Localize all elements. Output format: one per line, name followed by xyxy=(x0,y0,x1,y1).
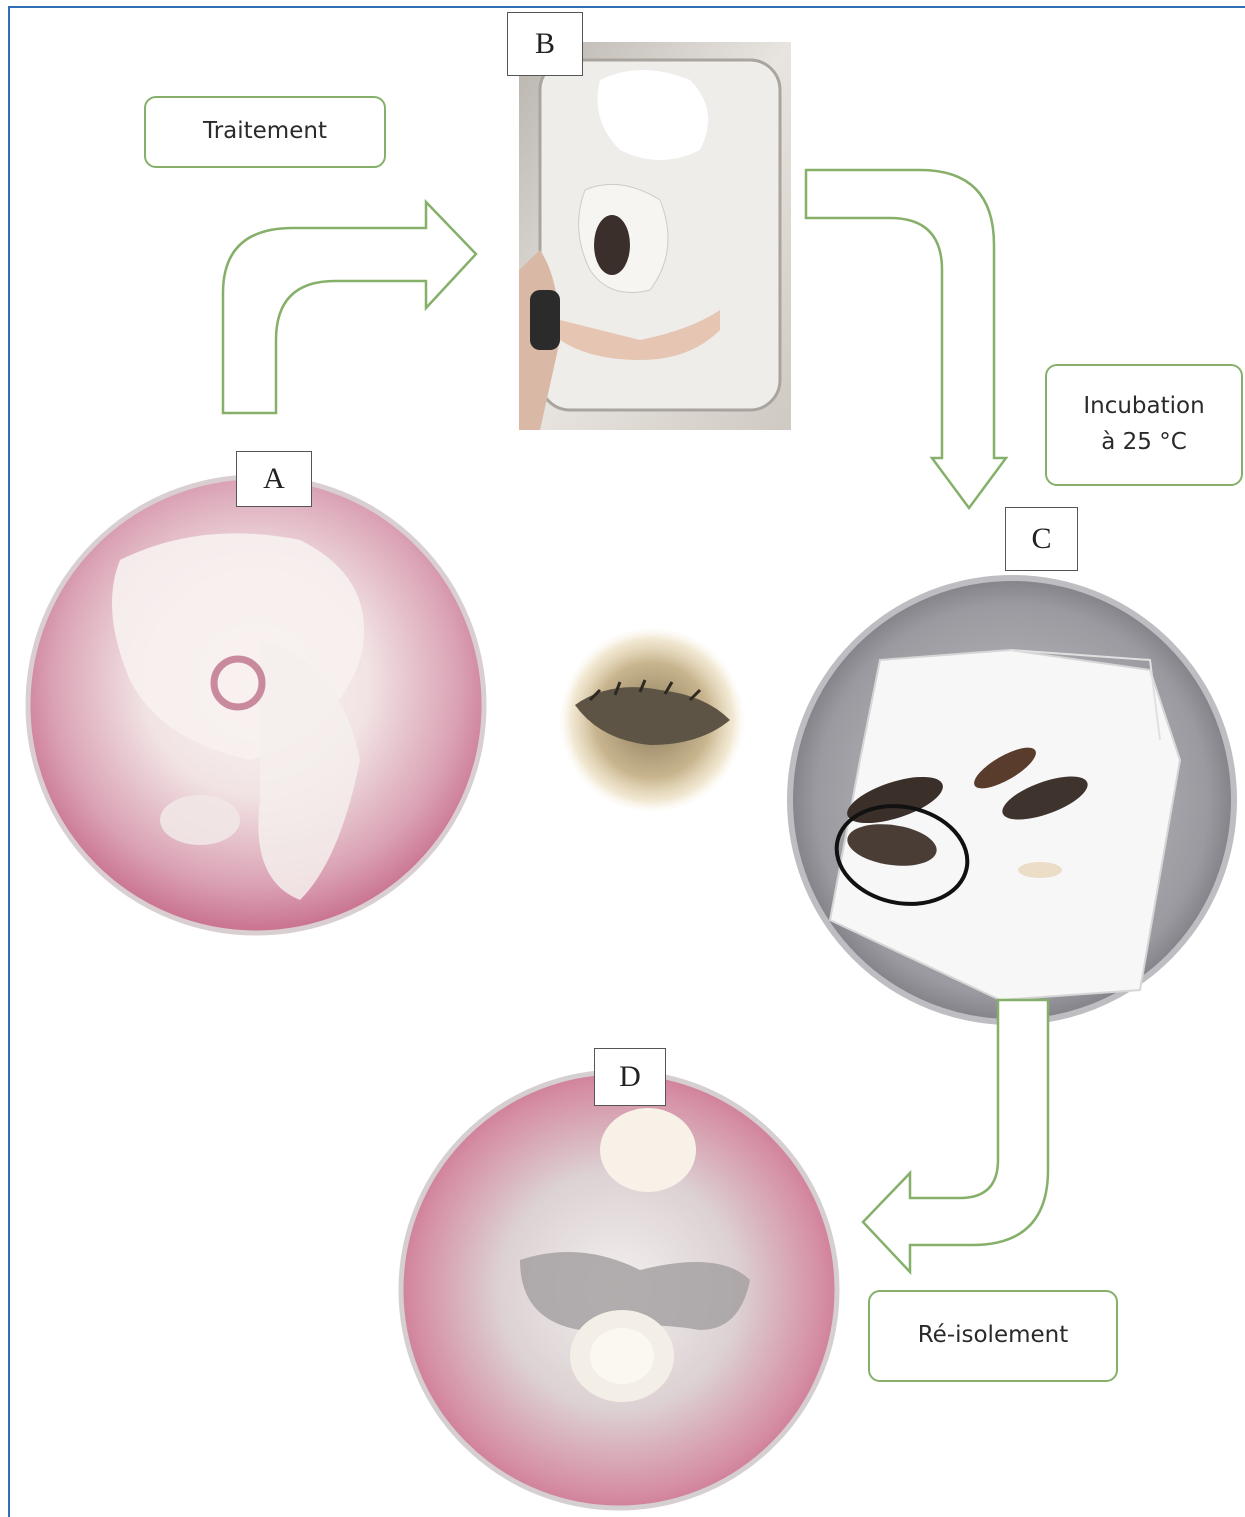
arrow-traitement xyxy=(223,202,476,413)
larva-closeup xyxy=(560,628,744,812)
panel-label-a: A xyxy=(236,451,312,507)
step-incubation: Incubation à 25 °C xyxy=(1045,364,1243,486)
petri-dish-a xyxy=(28,477,484,933)
step-reisolement: Ré-isolement xyxy=(868,1290,1118,1382)
petri-dish-c xyxy=(790,578,1234,1022)
panel-label-d: D xyxy=(594,1048,666,1106)
arrow-reisolement xyxy=(863,1000,1048,1272)
petri-dish-d xyxy=(401,1072,837,1508)
panel-label-b: B xyxy=(507,12,583,76)
panel-label-c: C xyxy=(1005,507,1078,571)
photo-b-treatment xyxy=(519,42,791,430)
arrow-incubation xyxy=(806,170,1006,508)
step-traitement: Traitement xyxy=(144,96,386,168)
